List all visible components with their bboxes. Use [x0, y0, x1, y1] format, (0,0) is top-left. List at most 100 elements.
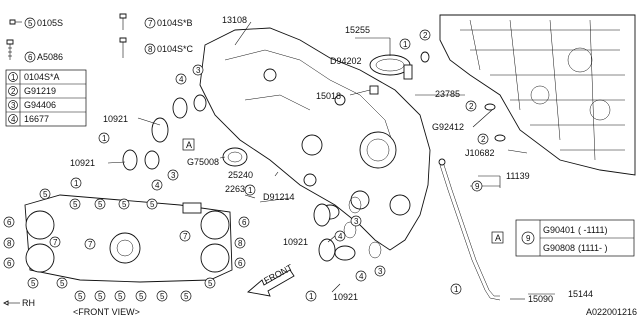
svg-text:1: 1	[248, 186, 253, 195]
bolt-key: 5 0105S 6 A5086 7 0104S*B 8 0104S*C	[6, 13, 194, 63]
rh-label: RH	[22, 298, 35, 308]
front-view-caption: <FRONT VIEW>	[73, 307, 140, 317]
svg-text:3: 3	[196, 66, 201, 75]
svg-text:5: 5	[150, 200, 155, 209]
svg-text:5: 5	[98, 200, 103, 209]
callout-labels: 13108 15255 D94202 15018 23785 G92412 J1…	[70, 15, 593, 304]
svg-text:2: 2	[423, 31, 428, 40]
diagram-id: A022001216	[586, 307, 637, 317]
label-10921-d: 10921	[333, 292, 358, 302]
label-g75008: G75008	[187, 157, 219, 167]
applicability-range-1: ( -1111)	[578, 225, 608, 235]
svg-text:4: 4	[155, 181, 160, 190]
label-13108: 13108	[222, 15, 247, 25]
bolt-5-num: 5	[28, 19, 33, 28]
bolt-6-icon	[6, 39, 14, 60]
svg-text:5: 5	[139, 292, 144, 301]
label-23785: 23785	[435, 89, 460, 99]
applicability-code-2: G90808	[543, 243, 575, 253]
legend-4-code: 16677	[24, 114, 49, 124]
label-25240: 25240	[228, 170, 253, 180]
bolt-7-code: 0104S*B	[157, 18, 193, 28]
svg-text:5: 5	[98, 292, 103, 301]
svg-text:1: 1	[454, 285, 459, 294]
label-15018: 15018	[316, 91, 341, 101]
svg-text:6: 6	[7, 218, 12, 227]
label-15144: 15144	[568, 289, 593, 299]
bolt-6-code: A5086	[37, 52, 63, 62]
front-arrow: FRONT	[246, 262, 295, 297]
front-cover-lower	[24, 194, 233, 283]
legend-3-code: G94406	[24, 100, 56, 110]
label-d91214: D91214	[263, 192, 295, 202]
svg-text:5: 5	[31, 279, 36, 288]
svg-text:6: 6	[238, 259, 243, 268]
svg-text:8: 8	[7, 239, 12, 248]
svg-text:9: 9	[475, 182, 480, 191]
legend-1-code: 0104S*A	[24, 72, 60, 82]
svg-text:3: 3	[354, 217, 359, 226]
bolt-8-icon	[119, 37, 127, 58]
bolt-5-icon	[9, 19, 22, 25]
legend-2-code: G91219	[24, 86, 56, 96]
legend-2-num: 2	[11, 87, 16, 96]
applicability-num: 9	[526, 234, 531, 243]
bolt-7-num: 7	[148, 19, 153, 28]
bolt-7-icon	[119, 13, 127, 30]
svg-text:5: 5	[43, 190, 48, 199]
svg-text:3: 3	[171, 171, 176, 180]
svg-text:2: 2	[469, 102, 474, 111]
svg-text:8: 8	[238, 239, 243, 248]
svg-text:5: 5	[73, 200, 78, 209]
svg-text:1: 1	[403, 40, 408, 49]
svg-text:1: 1	[102, 134, 107, 143]
svg-text:6: 6	[242, 218, 247, 227]
svg-text:5: 5	[122, 200, 127, 209]
svg-text:5: 5	[208, 279, 213, 288]
svg-text:3: 3	[378, 267, 383, 276]
legend-table: 1 0104S*A 2 G91219 3 G94406 4 16677	[5, 69, 87, 127]
ref-a-1: A	[186, 140, 192, 150]
ref-a-2: A	[495, 233, 501, 243]
label-d94202: D94202	[330, 56, 362, 66]
svg-text:5: 5	[60, 279, 65, 288]
svg-text:5: 5	[184, 292, 189, 301]
bolt-8-num: 8	[148, 45, 153, 54]
rh-indicator: RH	[2, 298, 35, 308]
label-j10682: J10682	[465, 148, 495, 158]
label-10921-a: 10921	[103, 114, 128, 124]
label-15255: 15255	[345, 25, 370, 35]
svg-text:5: 5	[118, 292, 123, 301]
svg-text:2: 2	[481, 135, 486, 144]
legend-4-num: 4	[11, 115, 16, 124]
label-15090: 15090	[528, 294, 553, 304]
svg-text:4: 4	[359, 272, 364, 281]
leader-lines	[107, 21, 555, 300]
reference-marks: A A	[182, 138, 504, 244]
svg-text:5: 5	[160, 292, 165, 301]
applicability-range-2: (1111- )	[578, 243, 608, 253]
legend-3-num: 3	[11, 101, 16, 110]
svg-text:7: 7	[88, 240, 93, 249]
label-10921-b: 10921	[70, 158, 95, 168]
bolt-5-code: 0105S	[37, 18, 63, 28]
label-10921-c: 10921	[283, 237, 308, 247]
engine-block	[439, 14, 636, 176]
numbered-callouts: 4 3 1 2 2 2 1 4 3 1 1 6 4 3 4 3 1 1 9 5 …	[3, 29, 489, 302]
oil-level-gauge-guide	[438, 158, 501, 301]
label-11139: 11139	[506, 171, 530, 181]
legend-1-num: 1	[11, 73, 16, 82]
bolt-8-code: 0104S*C	[157, 44, 194, 54]
svg-text:5: 5	[78, 292, 83, 301]
svg-text:4: 4	[338, 232, 343, 241]
svg-text:1: 1	[74, 179, 79, 188]
timing-cover	[199, 27, 431, 251]
svg-text:7: 7	[183, 232, 188, 241]
label-22630: 22630	[225, 184, 250, 194]
label-g92412: G92412	[432, 122, 464, 132]
svg-text:7: 7	[53, 238, 58, 247]
applicability-table: 9 G90401 ( -1111) G90808 (1111- )	[515, 219, 635, 257]
svg-text:1: 1	[309, 292, 314, 301]
bolt-6-num: 6	[28, 53, 33, 62]
